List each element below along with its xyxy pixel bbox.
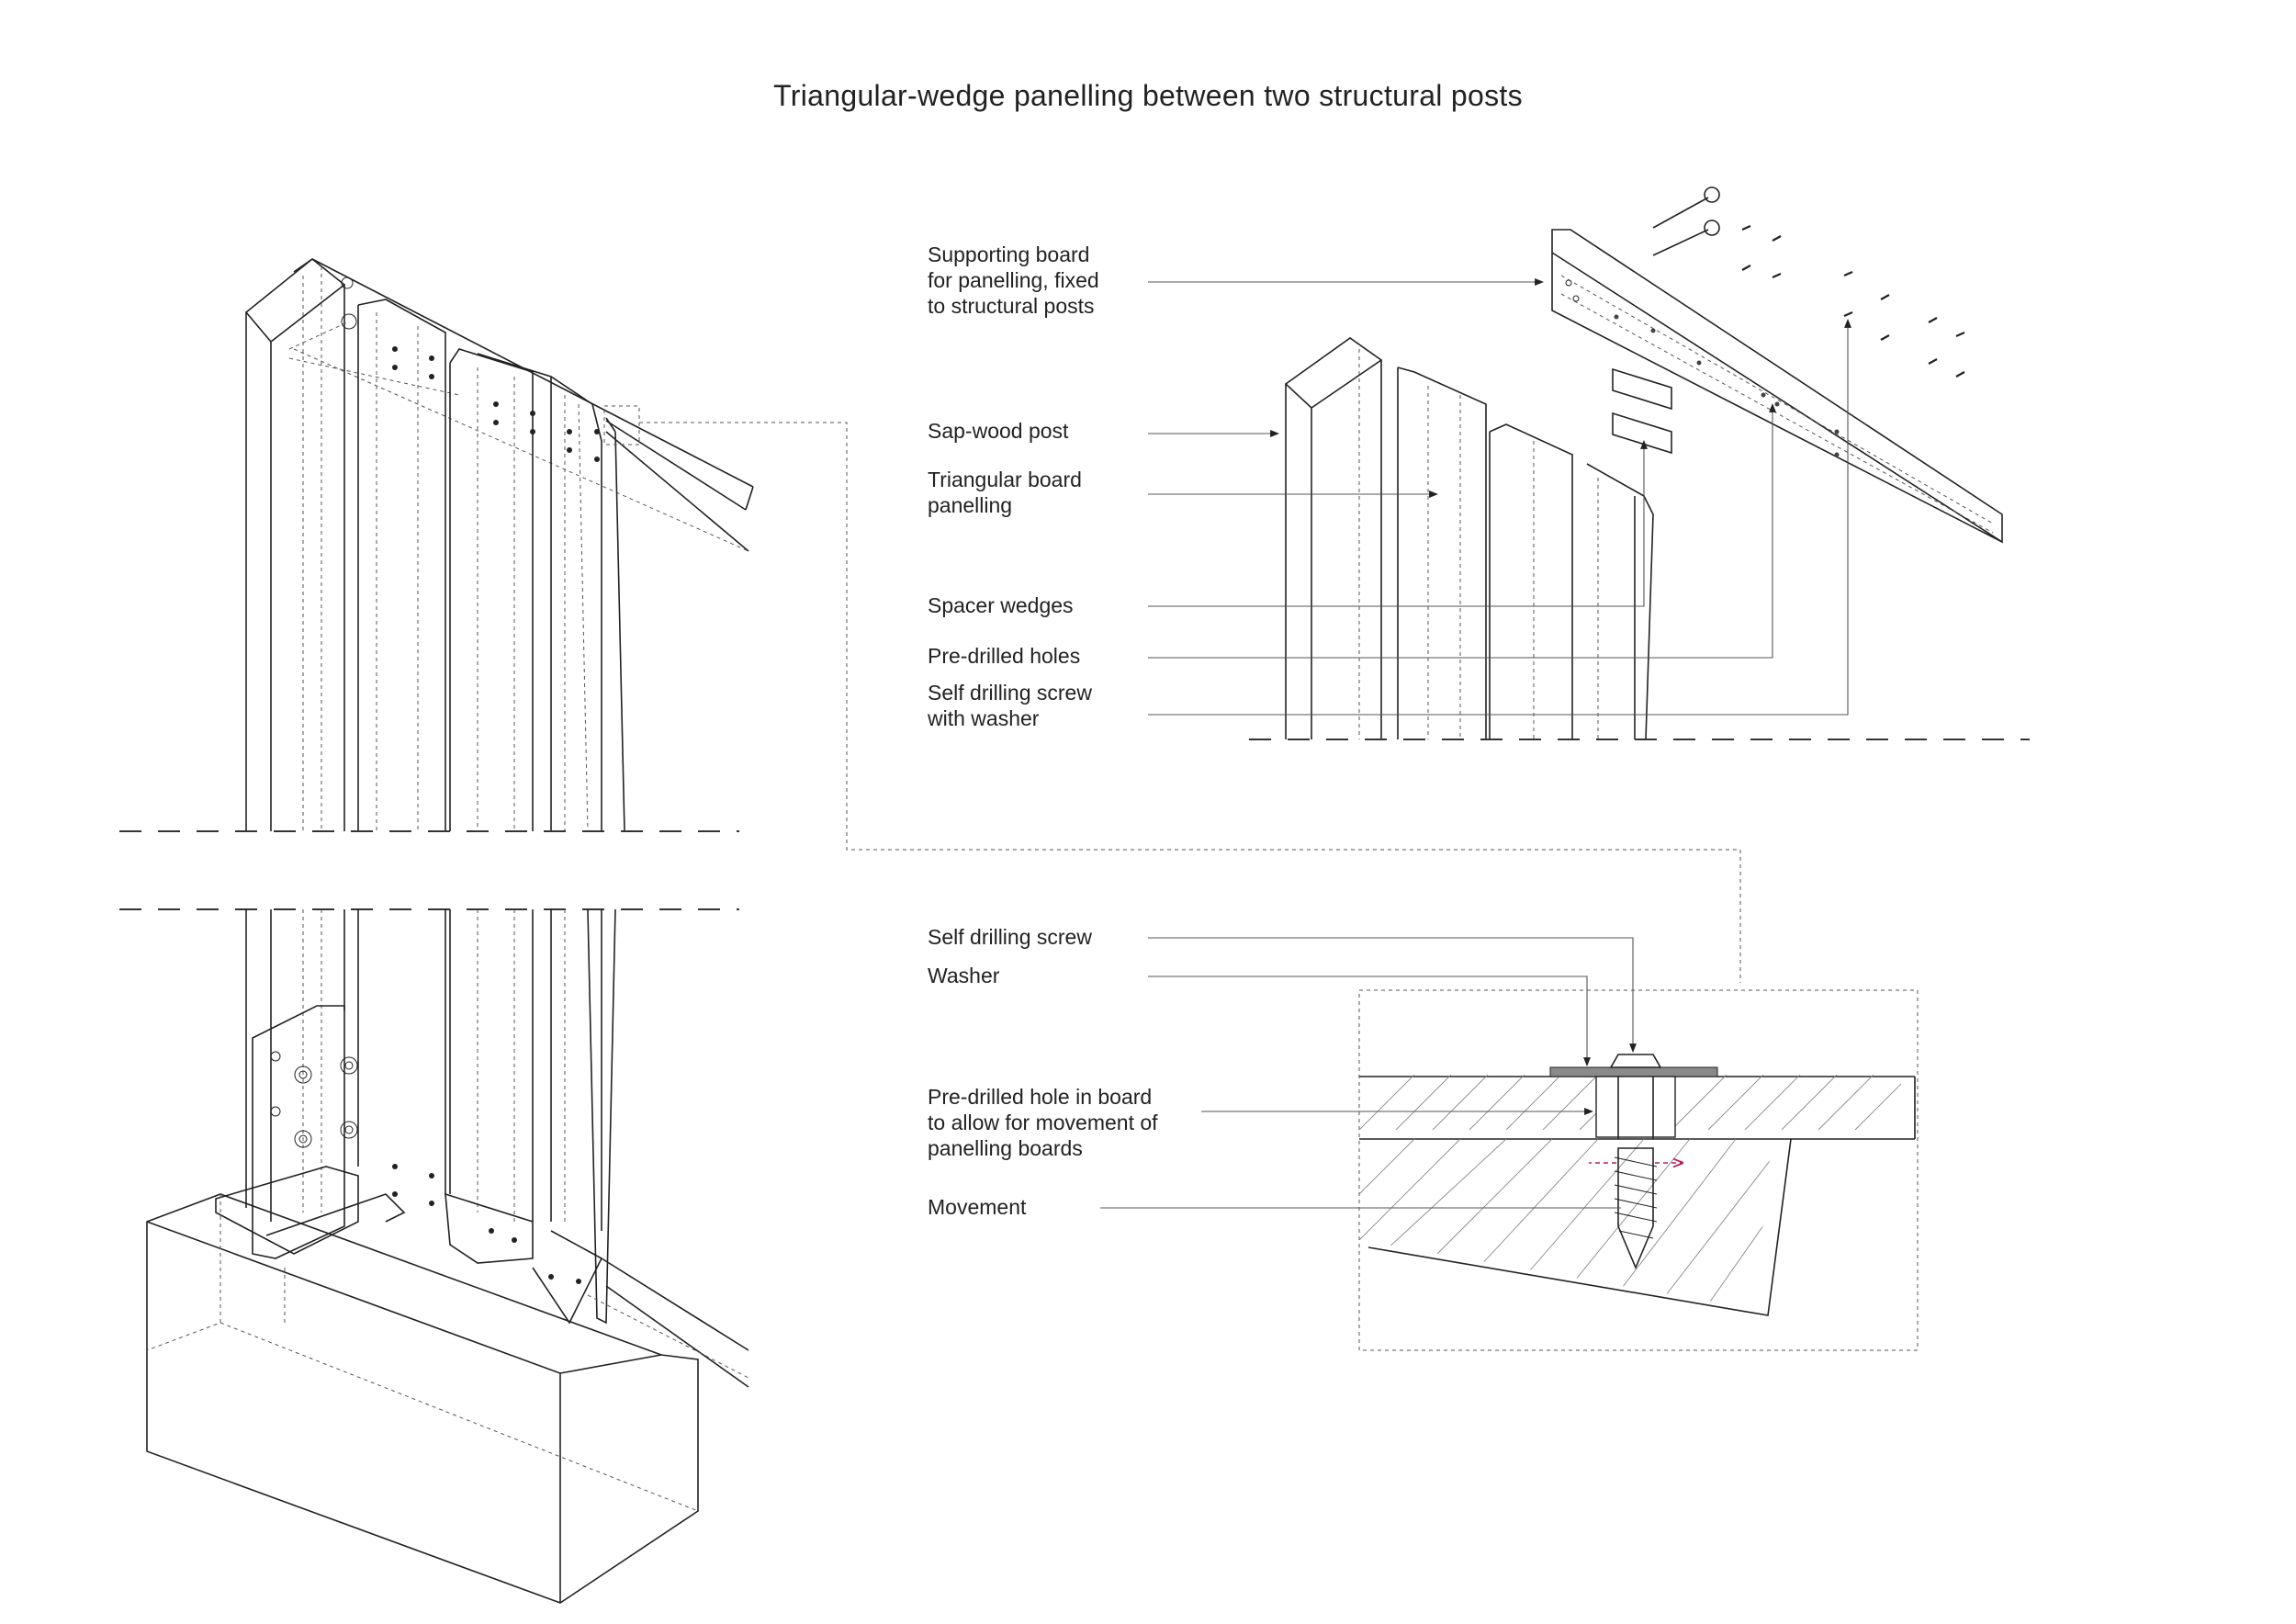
label-supporting-board: Supporting board for panelling, fixed to…	[928, 242, 1099, 318]
spacer-wedge-2	[1612, 412, 1672, 455]
label-screw-with-washer: Self drilling screw with washer	[928, 681, 1092, 730]
section-detail-frame	[1358, 989, 1919, 1351]
spacer-wedge-1	[1612, 367, 1672, 411]
sap-wood-post	[1284, 337, 1383, 410]
screw-thread	[1617, 1147, 1654, 1270]
triangular-board-2	[1489, 423, 1573, 739]
diagram-title: Triangular-wedge panelling between two s…	[773, 79, 1523, 112]
label-pre-drilled-holes: Pre-drilled holes	[928, 644, 1081, 668]
label-spacer-wedges: Spacer wedges	[928, 593, 1074, 617]
label-movement: Movement	[928, 1195, 1027, 1219]
section-detail	[1100, 937, 1919, 1351]
label-triangular-board: Triangular board panelling	[928, 468, 1082, 517]
screw-head	[1609, 1054, 1662, 1068]
supporting-board	[1551, 229, 2003, 544]
axonometric-lower	[146, 908, 749, 1604]
triangular-board-3	[1586, 463, 1654, 740]
axonometric-upper	[244, 257, 1741, 983]
exploded-detail	[1148, 186, 2003, 740]
label-self-drilling-screw: Self drilling screw	[928, 925, 1092, 949]
triangular-board-1	[1397, 367, 1487, 739]
label-sap-wood-post: Sap-wood post	[928, 419, 1069, 443]
label-pre-drilled-hole-in-board: Pre-drilled hole in board to allow for m…	[928, 1085, 1158, 1160]
label-washer: Washer	[928, 964, 1000, 987]
pre-drilled-hole	[1595, 1076, 1676, 1138]
washer	[1549, 1066, 1718, 1077]
